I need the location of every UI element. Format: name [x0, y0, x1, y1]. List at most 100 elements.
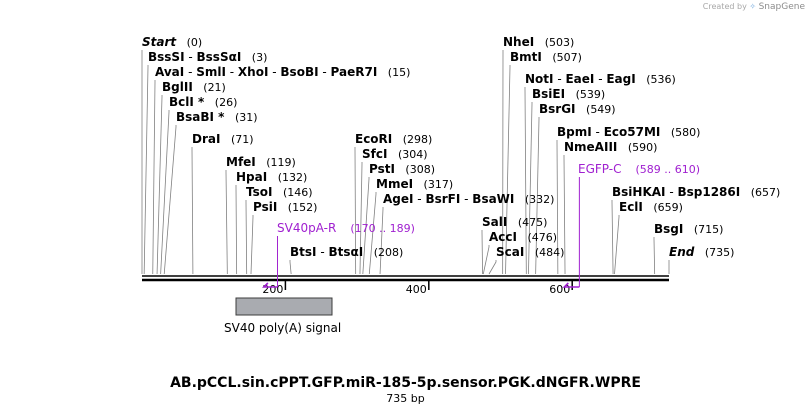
enzyme-name: BclI *: [169, 95, 205, 109]
site-separator: -: [184, 65, 196, 79]
site-label-ecli[interactable]: EclI (659): [619, 200, 683, 214]
primer-range: (170 .. 189): [336, 222, 415, 235]
site-label-nhei[interactable]: NheI (503): [503, 35, 574, 49]
site-separator: -: [592, 125, 604, 139]
enzyme-name: NotI: [525, 72, 554, 86]
site-line-bcli: [160, 110, 170, 275]
site-position: (476): [517, 231, 557, 244]
site-position: (31): [224, 111, 257, 124]
site-line-btsi: [289, 260, 292, 275]
site-line-ecori: [354, 147, 357, 275]
site-position: (3): [241, 51, 267, 64]
site-label-bmti[interactable]: BmtI (507): [510, 50, 582, 64]
enzyme-name: PsiI: [253, 200, 277, 214]
primers: SV40pA-R (170 .. 189) EGFP-C (589 .. 610): [261, 162, 700, 288]
site-position: (208): [363, 246, 403, 259]
site-position: (152): [277, 201, 317, 214]
site-separator: -: [413, 192, 425, 206]
site-label-acci[interactable]: AccI (476): [489, 230, 557, 244]
primer-name: EGFP-C: [578, 162, 621, 176]
site-label-sfci[interactable]: SfcI (304): [362, 147, 428, 161]
enzyme-name: BtsαI: [328, 245, 363, 259]
feature-sv40-polya[interactable]: [235, 297, 333, 316]
enzyme-name: MmeI: [376, 177, 413, 191]
site-label-bsgi[interactable]: BsgI (715): [654, 222, 723, 236]
site-label-sali[interactable]: SalI (475): [482, 215, 547, 229]
site-separator: -: [226, 65, 238, 79]
enzyme-name: XhoI: [238, 65, 269, 79]
site-position: (536): [636, 73, 676, 86]
site-label-bsssi[interactable]: BssSI - BssSαI (3): [148, 50, 267, 64]
site-position: (715): [683, 223, 723, 236]
site-label-psii[interactable]: PsiI (152): [253, 200, 317, 214]
enzyme-name: BssSI: [148, 50, 185, 64]
site-label-psti[interactable]: PstI (308): [369, 162, 435, 176]
site-separator: -: [268, 65, 280, 79]
site-position: (119): [256, 156, 296, 169]
site-label-noti[interactable]: NotI - EaeI - EagI (536): [525, 72, 676, 86]
enzyme-name: SalI: [482, 215, 507, 229]
site-line-bmti: [505, 65, 511, 275]
site-label-bpmi[interactable]: BpmI - Eco57MI (580): [557, 125, 700, 139]
site-position: (146): [272, 186, 312, 199]
site-lines: [141, 50, 670, 275]
site-line-agei: [379, 207, 384, 275]
enzyme-name: BpmI: [557, 125, 592, 139]
enzyme-name: EagI: [606, 72, 635, 86]
site-line-hpai: [235, 185, 238, 275]
site-label-tsoi[interactable]: TsoI (146): [246, 185, 313, 199]
site-position: (549): [576, 103, 616, 116]
enzyme-name: EclI: [619, 200, 643, 214]
enzyme-name: TsoI: [246, 185, 272, 199]
site-label-end[interactable]: End (735): [669, 245, 734, 259]
site-line-bsihkai: [611, 200, 614, 275]
site-position: (21): [193, 81, 226, 94]
enzyme-name: Eco57MI: [604, 125, 661, 139]
site-position: (15): [377, 66, 410, 79]
site-label-bsabi[interactable]: BsaBI * (31): [176, 110, 258, 124]
site-line-psti: [362, 177, 370, 275]
site-label-ecori[interactable]: EcoRI (298): [355, 132, 432, 146]
site-label-bsrgi[interactable]: BsrGI (549): [539, 102, 616, 116]
site-position: (503): [534, 36, 574, 49]
site-line-bsrgi: [535, 117, 540, 275]
site-label-scai[interactable]: ScaI (484): [496, 245, 564, 259]
site-label-drai[interactable]: DraI (71): [192, 132, 254, 146]
feature-label-sv40-polya[interactable]: SV40 poly(A) signal: [224, 321, 342, 335]
site-label-bglii[interactable]: BglII (21): [162, 80, 226, 94]
site-label-nmeaiii[interactable]: NmeAIII (590): [564, 140, 657, 154]
site-line-mfei: [225, 170, 228, 275]
snapgene-logo-icon: ✧: [749, 2, 757, 11]
enzyme-name: BsoBI: [280, 65, 318, 79]
site-label-bsiei[interactable]: BsiEI (539): [532, 87, 605, 101]
enzyme-name: AccI: [489, 230, 517, 244]
site-label-hpai[interactable]: HpaI (132): [236, 170, 307, 184]
site-label-bcli[interactable]: BclI * (26): [169, 95, 237, 109]
enzyme-name: SfcI: [362, 147, 387, 161]
site-line-psii: [250, 215, 254, 275]
site-label-mmei[interactable]: MmeI (317): [376, 177, 453, 191]
site-line-drai: [191, 147, 194, 275]
enzyme-name: BsaBI *: [176, 110, 225, 124]
credit-brand: SnapGene: [758, 2, 805, 12]
primer-arrow-egfp-c[interactable]: [562, 282, 580, 288]
primer-range: (589 .. 610): [621, 163, 700, 176]
site-label-start[interactable]: Start (0): [142, 35, 202, 49]
site-label-btsi[interactable]: BtsI - BtsαI (208): [290, 245, 403, 259]
site-label-agei[interactable]: AgeI - BsrFI - BsaWI (332): [383, 192, 554, 206]
enzyme-name: ScaI: [496, 245, 524, 259]
site-position: (26): [204, 96, 237, 109]
site-label-aval[interactable]: AvaI - SmlI - XhoI - BsoBI - PaeR7I (15): [155, 65, 410, 79]
enzyme-name: BmtI: [510, 50, 542, 64]
primer-label-sv40pa-r[interactable]: SV40pA-R (170 .. 189): [277, 221, 415, 235]
primer-label-egfp-c[interactable]: EGFP-C (589 .. 610): [578, 162, 700, 176]
enzyme-name: NheI: [503, 35, 534, 49]
enzyme-name: BsaWI: [472, 192, 514, 206]
site-separator: -: [554, 72, 566, 86]
primer-arrow-sv40pa-r[interactable]: [261, 282, 278, 288]
site-label-mfei[interactable]: MfeI (119): [226, 155, 296, 169]
site-label-bsihkai[interactable]: BsiHKAI - Bsp1286I (657): [612, 185, 780, 199]
site-position: (71): [220, 133, 253, 146]
site-position: (590): [617, 141, 657, 154]
